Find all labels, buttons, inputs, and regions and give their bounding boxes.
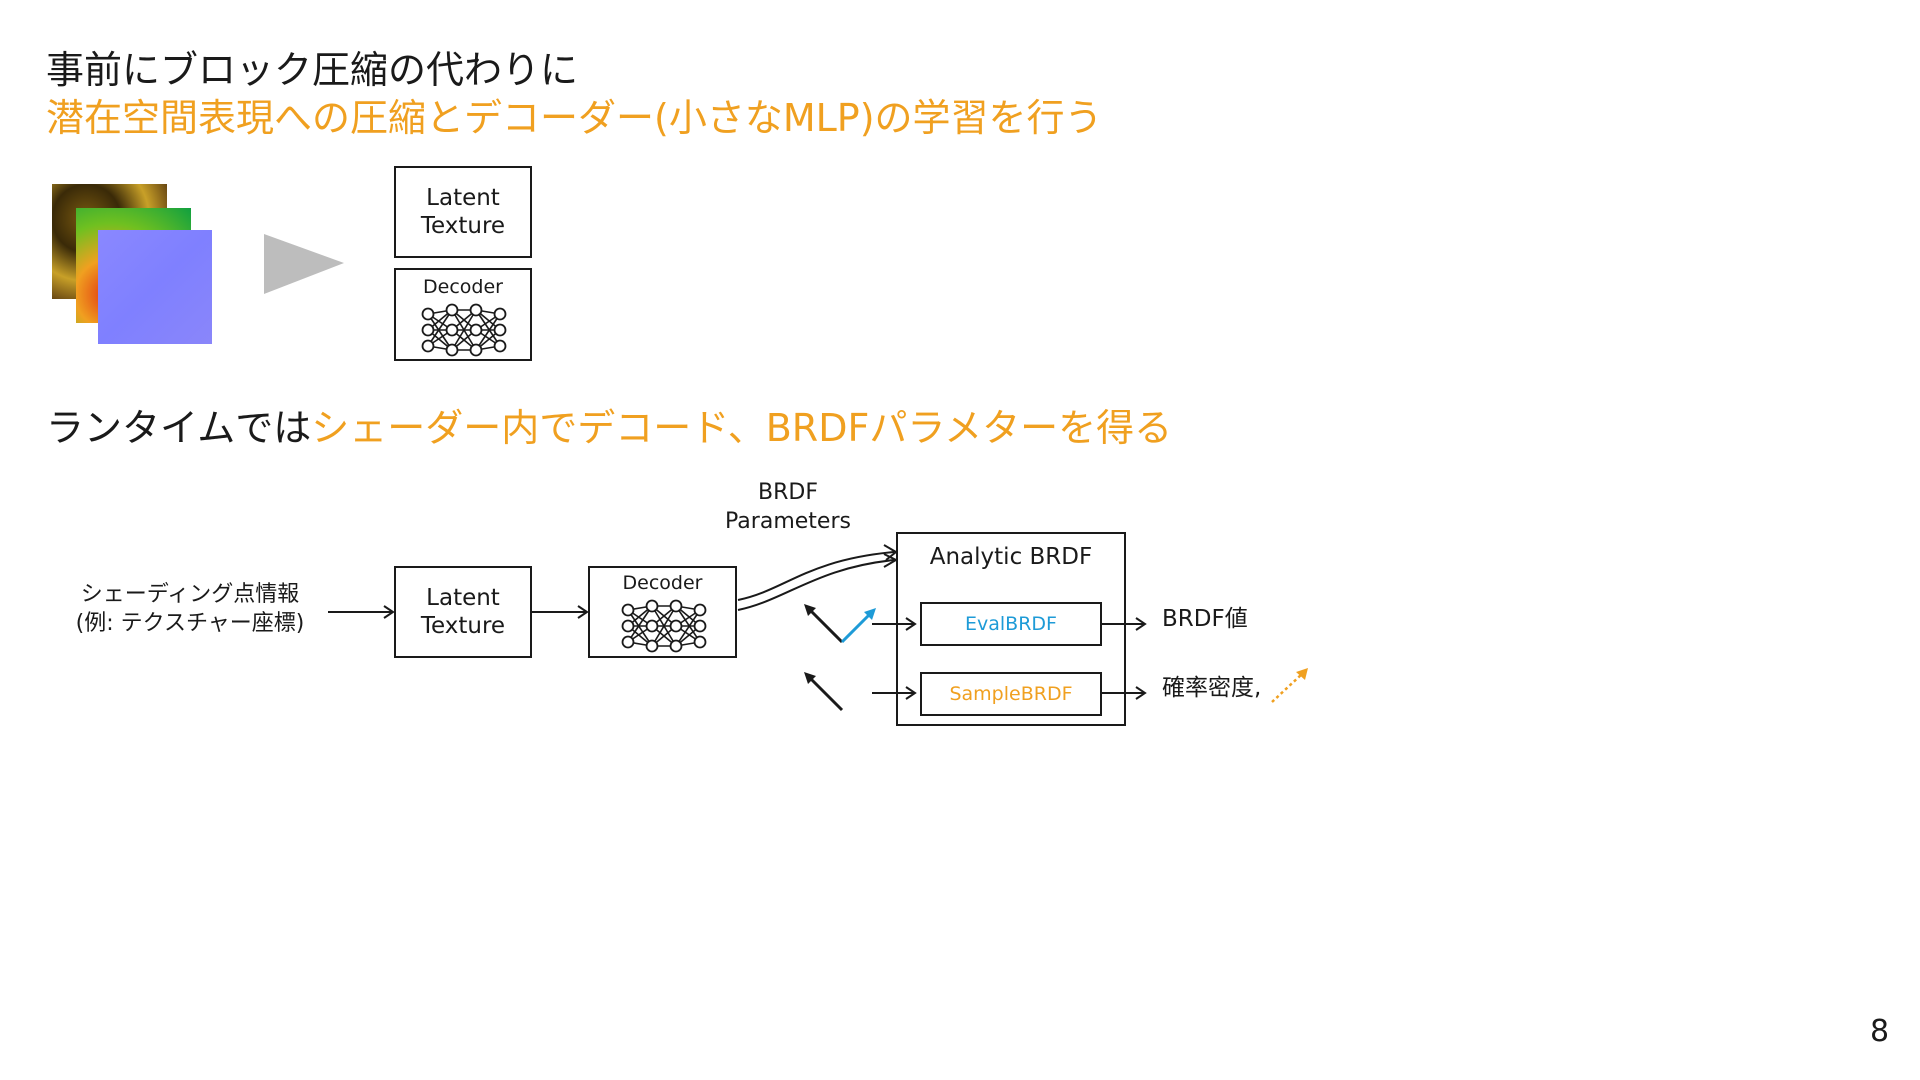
top-decoder-label: Decoder — [423, 276, 503, 298]
incoming-direction-icon — [804, 672, 844, 712]
brdf-value-label: BRDF値 — [1162, 606, 1248, 632]
decoder-label: Decoder — [622, 572, 703, 594]
shading-info-label: シェーディング点情報 (例: テクスチャー座標) — [75, 582, 305, 636]
runtime-heading: ランタイムではシェーダー内でデコード、BRDFパラメターを得る — [46, 404, 1172, 452]
slide-title-line2: 潜在空間表現への圧縮とデコーダー(小さなMLP)の学習を行う — [46, 96, 1103, 140]
brdf-parameters-label: BRDF Parameters — [725, 480, 851, 534]
eval-brdf-box: EvalBRDF — [920, 602, 1102, 646]
pdf-label: 確率密度, — [1162, 675, 1262, 701]
runtime-heading-black: ランタイムでは — [46, 406, 312, 450]
arrow-eval-output — [1100, 617, 1147, 631]
top-latent-texture-box: Latent Texture — [394, 166, 532, 258]
latent-texture-label: Latent Texture — [420, 585, 506, 639]
view-light-direction-icon — [804, 604, 876, 644]
neural-network-icon — [621, 599, 707, 653]
page-number: 8 — [1870, 1014, 1890, 1049]
process-arrow-icon — [264, 234, 344, 294]
arrow-to-sample — [872, 686, 917, 700]
top-latent-texture-label: Latent Texture — [420, 185, 506, 239]
normal-texture — [98, 230, 212, 344]
arrow-shading-to-latent — [328, 605, 395, 619]
analytic-brdf-label: Analytic BRDF — [929, 544, 1093, 570]
sample-brdf-label: SampleBRDF — [949, 683, 1073, 705]
eval-brdf-label: EvalBRDF — [965, 613, 1057, 635]
top-decoder-box: Decoder — [394, 268, 532, 361]
analytic-brdf-box: Analytic BRDF EvalBRDF SampleBRDF — [896, 532, 1126, 726]
sampled-direction-icon — [1271, 668, 1308, 703]
slide-title-line1: 事前にブロック圧縮の代わりに — [46, 48, 579, 92]
decoder-box: Decoder — [588, 566, 737, 658]
arrow-latent-to-decoder — [532, 605, 589, 619]
runtime-heading-orange: シェーダー内でデコード、BRDFパラメターを得る — [311, 406, 1173, 450]
latent-texture-box: Latent Texture — [394, 566, 532, 658]
sample-brdf-box: SampleBRDF — [920, 672, 1102, 716]
texture-stack — [52, 184, 212, 344]
neural-network-icon — [421, 303, 507, 357]
arrow-sample-output — [1100, 686, 1147, 700]
arrow-to-eval — [872, 617, 917, 631]
